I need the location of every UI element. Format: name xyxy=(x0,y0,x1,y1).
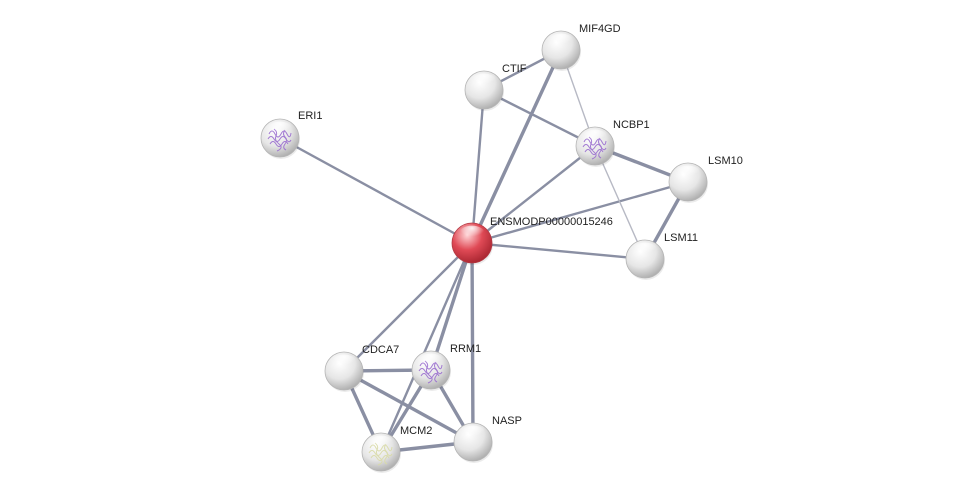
edge-ensmodp00000015246-ncbp1[interactable] xyxy=(470,144,597,245)
node-label-lsm10: LSM10 xyxy=(708,155,743,167)
node-nasp[interactable]: NASP xyxy=(453,415,522,463)
node-label-lsm11: LSM11 xyxy=(664,232,698,244)
node-label-nasp: NASP xyxy=(492,415,522,427)
node-highlight xyxy=(471,73,497,90)
node-highlight xyxy=(418,353,444,370)
node-label-mif4gd: MIF4GD xyxy=(579,23,621,35)
edge-ensmodp00000015246-rrm1[interactable] xyxy=(429,241,474,372)
node-highlight xyxy=(548,33,574,50)
node-label-ensmodp00000015246: ENSMODP00000015246 xyxy=(490,216,613,228)
node-label-mcm2: MCM2 xyxy=(400,425,432,437)
edge-ensmodp00000015246-lsm11[interactable] xyxy=(470,241,647,261)
node-mif4gd[interactable]: MIF4GD xyxy=(541,23,621,71)
node-highlight xyxy=(632,242,658,259)
edge-ensmodp00000015246-lsm10[interactable] xyxy=(470,180,690,245)
node-highlight xyxy=(675,165,701,182)
node-label-rrm1: RRM1 xyxy=(450,343,481,355)
node-ncbp1[interactable]: NCBP1 xyxy=(575,119,650,167)
edge-ensmodp00000015246-nasp[interactable] xyxy=(470,241,475,444)
edge-ensmodp00000015246-mcm2[interactable] xyxy=(379,241,474,454)
node-highlight xyxy=(331,354,357,371)
node-eri1[interactable]: ERI1 xyxy=(260,110,322,159)
node-label-eri1: ERI1 xyxy=(298,110,322,122)
node-cdca7[interactable]: CDCA7 xyxy=(324,344,399,392)
node-ctif[interactable]: CTIF xyxy=(464,63,527,111)
node-highlight xyxy=(582,129,608,146)
edge-ncbp1-lsm11[interactable] xyxy=(594,145,646,260)
node-highlight xyxy=(267,121,293,138)
node-rrm1[interactable]: RRM1 xyxy=(411,343,481,391)
node-lsm10[interactable]: LSM10 xyxy=(668,155,743,203)
node-label-ctif: CTIF xyxy=(502,63,527,75)
edge-ensmodp00000015246-mif4gd[interactable] xyxy=(470,48,563,245)
edge-ensmodp00000015246-cdca7[interactable] xyxy=(342,241,474,373)
node-layer: ENSMODP00000015246 MIF4GD CTIF ERI1NCBP1LSM… xyxy=(260,23,743,473)
node-label-ncbp1: NCBP1 xyxy=(613,119,650,131)
edge-ensmodp00000015246-eri1[interactable] xyxy=(278,136,474,245)
node-ensmodp00000015246[interactable]: ENSMODP00000015246 xyxy=(451,216,613,265)
node-mcm2[interactable]: MCM2 xyxy=(361,425,432,473)
node-highlight xyxy=(368,435,394,452)
node-lsm11[interactable]: LSM11 xyxy=(625,232,698,280)
edge-ensmodp00000015246-ctif[interactable] xyxy=(470,88,486,245)
node-highlight xyxy=(460,425,486,442)
node-highlight xyxy=(459,225,485,243)
edge-ctif-ncbp1[interactable] xyxy=(482,88,597,148)
node-label-cdca7: CDCA7 xyxy=(362,344,399,356)
